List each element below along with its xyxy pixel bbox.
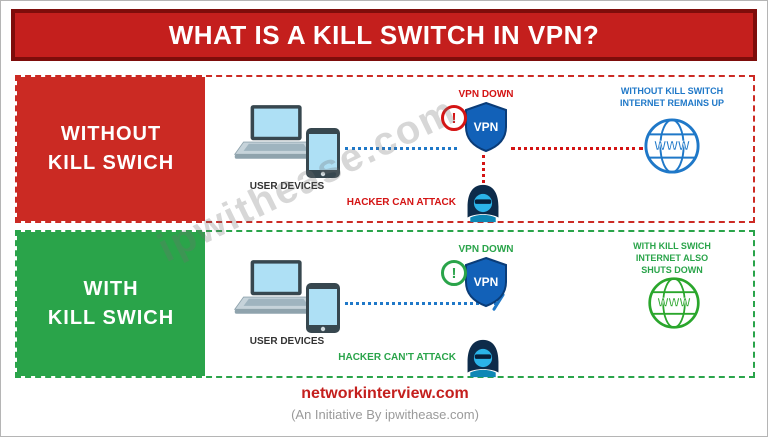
scenario-label-with: WITH KILL SWICH [17,232,205,376]
alert-icon: ! [441,105,467,131]
tablet-icon [306,128,340,178]
scenario-label-line1: WITH [83,278,139,300]
tablet-icon [306,283,340,333]
internet-globe-icon: WWW [648,277,700,329]
scenario-label-line2: KILL SWICH [47,152,175,174]
svg-text:VPN: VPN [474,120,499,134]
internet-status-label: WITH KILL SWICH INTERNET ALSO SHUTS DOWN [591,240,753,276]
hacker-status-label: HACKER CAN'T ATTACK [338,352,456,363]
user-devices-label: USER DEVICES [249,181,325,192]
hacker-icon [467,339,499,378]
vpn-status-label: VPN DOWN [458,89,514,100]
alert-icon: ! [441,260,467,286]
hacker-icon [467,184,499,223]
scenario-label-line2: KILL SWICH [47,307,175,329]
svg-text:WWW: WWW [654,139,690,153]
laptop-icon [233,105,319,159]
scenario-label-line1: WITHOUT [60,123,162,145]
connection-line-vpn-to-internet [511,147,643,150]
vpn-status-label: VPN DOWN [458,244,514,255]
scenario-label-without: WITHOUT KILL SWICH [17,77,205,221]
footer-site-name: networkinterview.com [301,385,469,402]
scenario-without-kill-switch: WITHOUT KILL SWICH USER DEVICES VPN DOWN… [15,75,755,223]
footer-tagline: (An Initiative By ipwithease.com) [291,407,479,422]
header-banner: WHAT IS A KILL SWITCH IN VPN? [11,9,757,61]
connection-line-vpn-to-hacker [482,155,485,189]
vpn-shield-icon: VPN [465,256,507,308]
connection-line-devices-to-vpn [345,147,457,150]
internet-status-label: WITHOUT KILL SWITCH INTERNET REMAINS UP [591,85,753,109]
svg-text:WWW: WWW [657,297,691,310]
scenario-content-without: USER DEVICES VPN DOWN ! VPN HACKER CAN A… [205,77,753,223]
internet-status-line: WITH KILL SWICH [633,241,711,251]
scenario-content-with: USER DEVICES VPN DOWN ! VPN HACKER CAN'T… [205,232,753,378]
page-title: WHAT IS A KILL SWITCH IN VPN? [168,19,600,50]
internet-status-line: INTERNET REMAINS UP [619,98,724,109]
internet-status-line: WITHOUT KILL SWITCH [620,86,724,96]
svg-text:VPN: VPN [474,275,499,289]
internet-status-line: INTERNET ALSO [635,253,709,264]
user-devices-label: USER DEVICES [249,336,325,347]
internet-status-line: SHUTS DOWN [641,265,703,276]
vpn-shield-icon: VPN [465,101,507,153]
hacker-status-label: HACKER CAN ATTACK [346,197,456,208]
scenario-with-kill-switch: WITH KILL SWICH USER DEVICES VPN DOWN ! [15,230,755,378]
connection-line-devices-broken [345,302,497,305]
laptop-icon [233,260,319,314]
internet-globe-icon: WWW [644,118,700,174]
